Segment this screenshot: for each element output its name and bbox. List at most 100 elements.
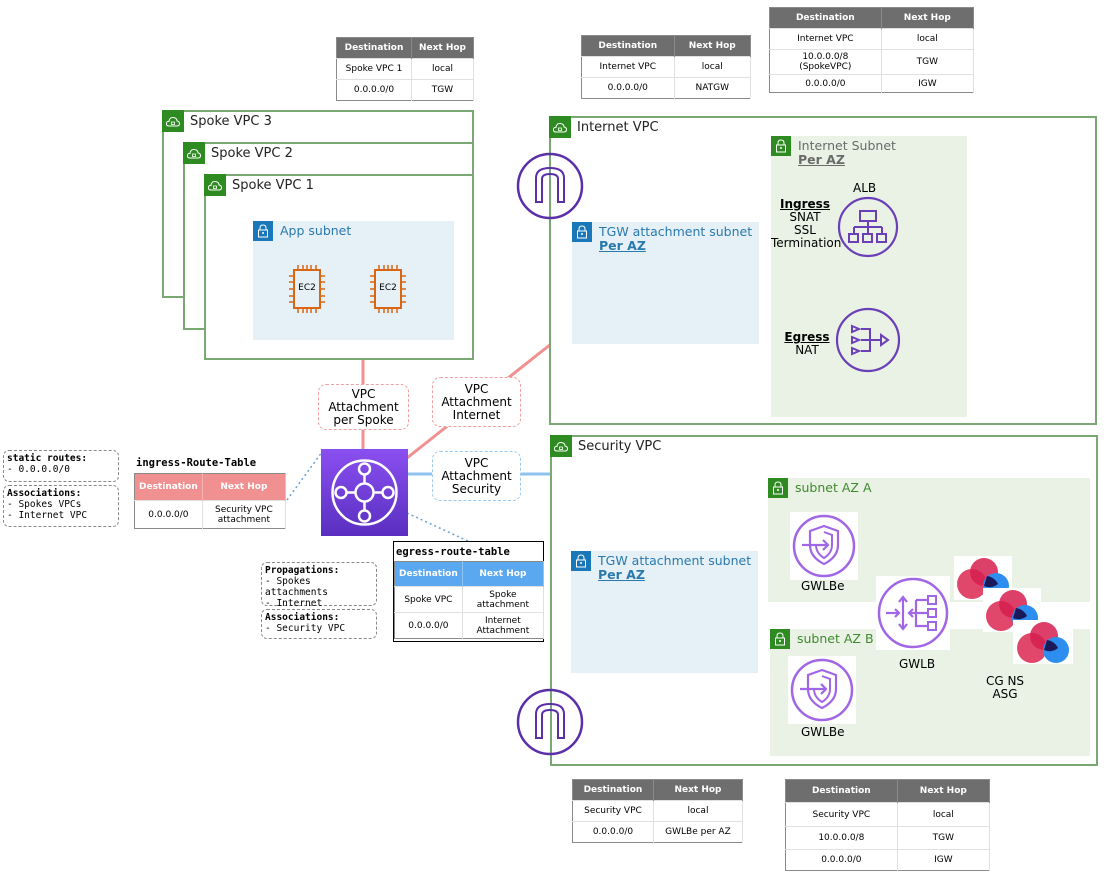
column-header: Next Hop <box>674 35 751 57</box>
subnet-name: TGW attachment subnet <box>599 224 753 239</box>
asg-line: ASG <box>992 687 1018 701</box>
ec2-label: EC2 <box>379 283 397 293</box>
subnet-title: subnet AZ A <box>795 480 872 495</box>
note-title: Associations: <box>265 612 340 623</box>
cell: local <box>881 28 975 50</box>
cell: Spoke VPC 1 <box>336 58 412 80</box>
alb-icon <box>837 196 899 258</box>
cell: Internet Attachment <box>462 612 545 639</box>
vpc-title: Security VPC <box>578 439 662 454</box>
table-row: 10.0.0.0/8 (SpokeVPC)TGW <box>769 49 975 75</box>
spoke-vpc-1: Spoke VPC 1 App subnet EC2 <box>204 174 474 360</box>
lock-icon <box>770 629 790 649</box>
vpc-title: Spoke VPC 3 <box>190 114 272 129</box>
gwlb-endpoint-a <box>790 512 858 580</box>
egress-route-table-title: egress-route-table <box>396 546 510 558</box>
cell: 10.0.0.0/8 <box>785 826 898 850</box>
subnet-scope: Per AZ <box>598 567 645 582</box>
column-header: Next Hop <box>881 7 975 29</box>
cell: Spoke attachment <box>462 586 545 613</box>
ec2-instance: EC2 <box>369 264 407 314</box>
gwlb-endpoint-icon <box>792 514 856 578</box>
cell: Security VPC <box>785 802 898 827</box>
cell: local <box>897 802 991 827</box>
note-item: - Security VPC <box>265 623 346 634</box>
transit-gateway[interactable] <box>321 449 408 536</box>
vpc-cloud-icon <box>549 116 571 138</box>
subnet-name: Internet Subnet <box>798 138 896 153</box>
internet-gateway-icon <box>516 688 584 756</box>
cell: Security VPC <box>572 800 654 822</box>
static-routes-note: static routes: - 0.0.0.0/0 <box>3 450 119 482</box>
security-attachment-label: VPC Attachment Security <box>432 451 521 501</box>
cell: 0.0.0.0/0 <box>572 821 654 843</box>
cell: 0.0.0.0/0 <box>785 849 898 871</box>
ec2-instance: EC2 <box>288 264 326 314</box>
gwlbe-a-label: GWLBe <box>801 579 845 593</box>
cell: 0.0.0.0/0 <box>769 74 882 93</box>
cell: TGW <box>897 826 991 850</box>
ingress-title: Ingress <box>780 197 830 211</box>
att-line: VPC <box>351 386 376 401</box>
internet-gateway-icon <box>516 152 584 220</box>
transit-gateway-icon <box>331 459 398 526</box>
column-header: Destination <box>394 561 463 587</box>
ec2-chip-icon <box>289 265 325 313</box>
cgns-logo-icon <box>1017 622 1069 663</box>
cgns-instance-3 <box>1013 620 1073 664</box>
lock-icon <box>253 221 273 241</box>
nat-gateway-icon <box>835 307 901 373</box>
asg-label: CG NS ASG <box>982 675 1028 701</box>
cell: local <box>411 58 475 80</box>
note-title: static routes: <box>7 453 88 464</box>
att-line: Internet <box>452 407 501 422</box>
note-title: Propagations: <box>265 565 340 576</box>
vpc-cloud-icon <box>183 142 205 164</box>
egress-associations-note: Associations: - Security VPC <box>261 609 377 639</box>
cell: IGW <box>897 849 991 871</box>
note-item: - 0.0.0.0/0 <box>7 464 70 475</box>
gwlb-icon <box>877 577 949 649</box>
cell: 0.0.0.0/0 <box>336 79 412 101</box>
vpc-title: Internet VPC <box>577 120 659 135</box>
ec2-label: EC2 <box>298 283 316 293</box>
subnet-title: App subnet <box>280 223 352 238</box>
vpc-cloud-icon <box>550 435 572 457</box>
gateway-load-balancer <box>876 576 950 650</box>
note-title: Associations: <box>7 488 82 499</box>
cell: Spoke VPC <box>394 586 463 613</box>
att-line: Attachment <box>328 399 399 414</box>
lock-icon <box>771 136 791 156</box>
column-header: Destination <box>769 7 882 29</box>
cell: 10.0.0.0/8 (SpokeVPC) <box>769 49 882 75</box>
gwlb-label: GWLB <box>899 657 936 671</box>
column-header: Destination <box>134 473 203 501</box>
cell: TGW <box>411 79 475 101</box>
cell: Security VPC attachment <box>202 500 287 529</box>
att-line: VPC <box>464 455 489 470</box>
column-header: Destination <box>336 37 412 59</box>
column-header: Next Hop <box>653 779 744 801</box>
cell: local <box>653 800 744 822</box>
column-header: Next Hop <box>462 561 545 587</box>
cell: IGW <box>881 74 975 93</box>
subnet-scope: Per AZ <box>599 238 646 253</box>
ingress-associations-note: Associations: - Spokes VPCs - Internet V… <box>3 485 119 527</box>
gwlb-endpoint-b <box>788 656 856 724</box>
subnet-name: TGW attachment subnet <box>598 553 752 568</box>
